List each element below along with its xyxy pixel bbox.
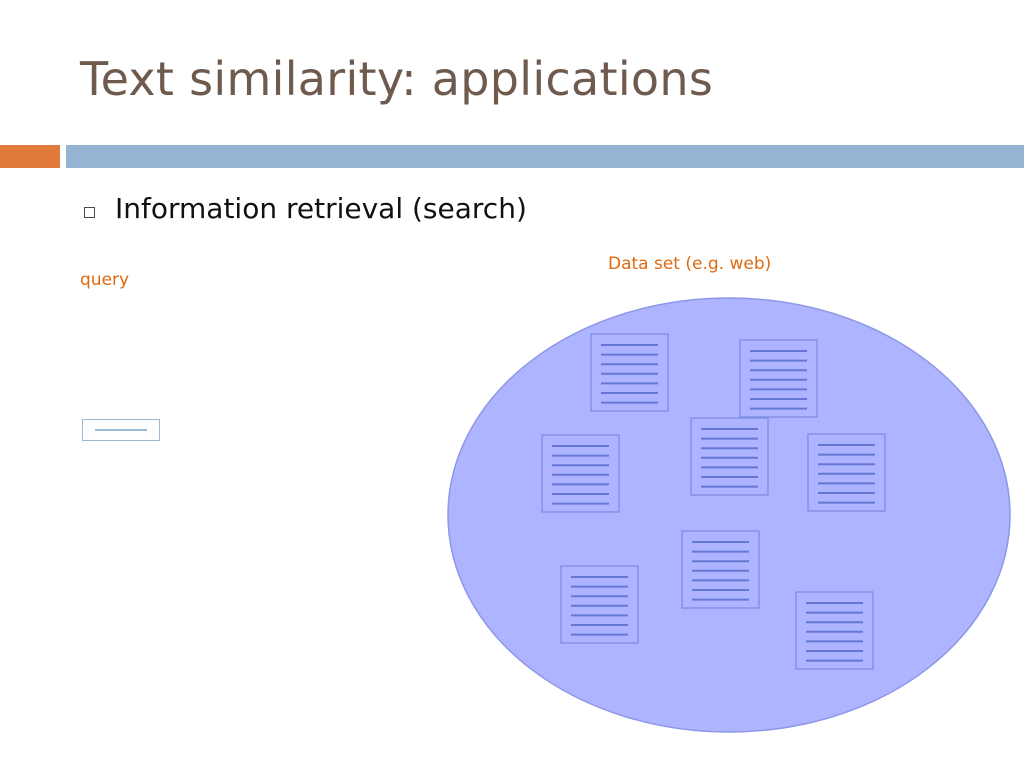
document-icon xyxy=(681,530,760,609)
document-icon xyxy=(807,433,886,512)
square-bullet-icon xyxy=(84,207,95,218)
document-page xyxy=(807,433,886,512)
dataset-label: Data set (e.g. web) xyxy=(608,254,772,274)
dataset-ellipse xyxy=(447,297,1011,733)
document-page xyxy=(739,339,818,418)
document-page xyxy=(541,434,620,513)
document-page xyxy=(690,417,769,496)
slide-title: Text similarity: applications xyxy=(80,52,714,106)
document-icon xyxy=(590,333,669,412)
accent-bar-blue xyxy=(66,145,1024,168)
document-page xyxy=(681,530,760,609)
document-icon xyxy=(690,417,769,496)
bullet-text: Information retrieval (search) xyxy=(115,192,527,225)
dataset-documents xyxy=(541,333,886,670)
document-page xyxy=(560,565,639,644)
query-label: query xyxy=(80,270,130,290)
accent-bar-orange xyxy=(0,145,60,168)
document-icon xyxy=(795,591,874,670)
document-page xyxy=(795,591,874,670)
document-icon xyxy=(560,565,639,644)
document-icon xyxy=(541,434,620,513)
document-page xyxy=(590,333,669,412)
query-document-icon xyxy=(82,419,160,441)
document-icon xyxy=(739,339,818,418)
query-document-line xyxy=(95,429,147,431)
